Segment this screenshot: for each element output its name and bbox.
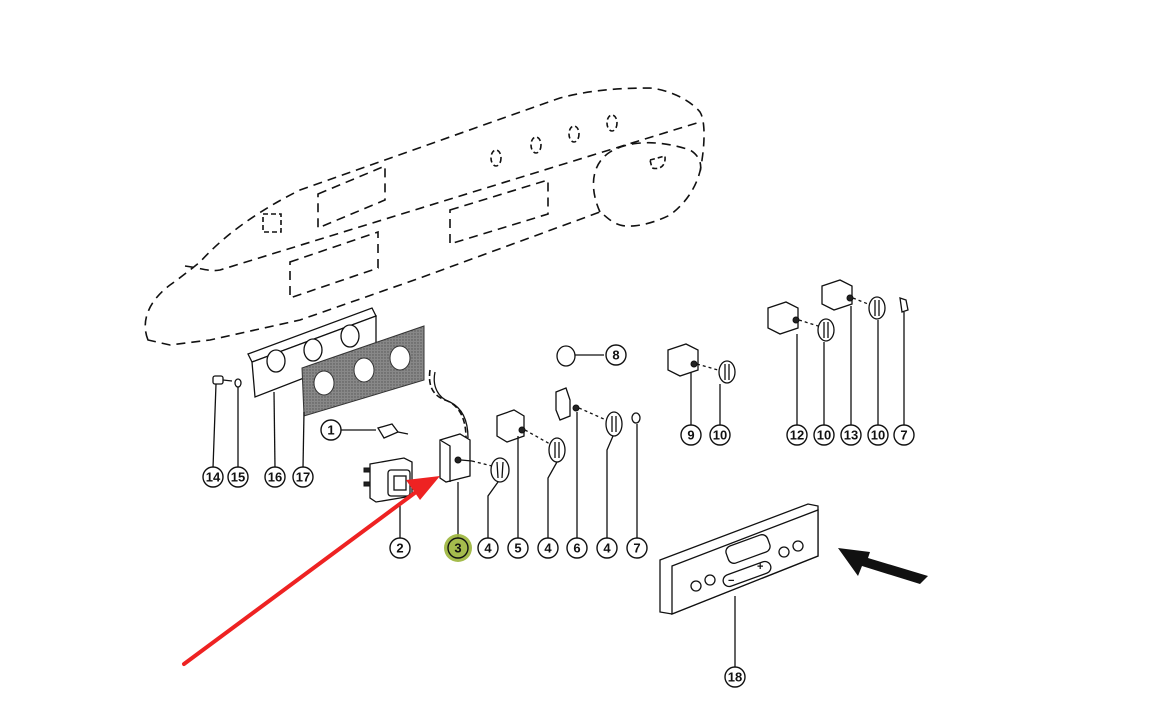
callout-circle bbox=[813, 424, 835, 446]
callout-4: 4 bbox=[477, 537, 499, 559]
callout-16: 16 bbox=[264, 466, 286, 488]
rocker-switch bbox=[363, 457, 413, 503]
callout-label: 4 bbox=[484, 541, 492, 556]
callout-circle bbox=[709, 424, 731, 446]
callout-label: 18 bbox=[728, 670, 742, 685]
callout-label: 10 bbox=[817, 428, 831, 443]
callout-13: 13 bbox=[840, 424, 862, 446]
callout-label: 10 bbox=[713, 428, 727, 443]
callout-circle bbox=[893, 424, 915, 446]
callout-12: 12 bbox=[786, 424, 808, 446]
callout-label: 13 bbox=[844, 428, 858, 443]
callout-circle bbox=[786, 424, 808, 446]
callout-10: 10 bbox=[867, 424, 889, 446]
callout-circle bbox=[507, 537, 529, 559]
callout-circle bbox=[596, 537, 618, 559]
screw bbox=[212, 375, 233, 385]
dashboard-outline bbox=[144, 87, 705, 346]
rotary-switch bbox=[667, 343, 719, 377]
rotary-switch bbox=[767, 301, 819, 335]
callout-circle bbox=[537, 537, 559, 559]
callout-label: 7 bbox=[633, 541, 640, 556]
callout-label: 14 bbox=[206, 470, 221, 485]
digital-control-panel: − + bbox=[659, 503, 819, 615]
decrease-symbol: − bbox=[728, 575, 734, 587]
switch-with-bracket bbox=[555, 387, 607, 421]
small-cap bbox=[899, 297, 909, 313]
callout-4: 4 bbox=[537, 537, 559, 559]
red-arrow-icon bbox=[182, 476, 440, 666]
callout-circle bbox=[227, 466, 249, 488]
callout-circle bbox=[320, 419, 342, 441]
callout-label: 15 bbox=[231, 470, 245, 485]
wire bbox=[428, 369, 467, 439]
knob bbox=[548, 437, 566, 463]
callout-18: 18 bbox=[724, 666, 746, 688]
blanking-plug bbox=[556, 345, 604, 367]
callout-7: 7 bbox=[893, 424, 915, 446]
callout-label: 4 bbox=[603, 541, 611, 556]
callout-9: 9 bbox=[680, 424, 702, 446]
callout-label: 4 bbox=[544, 541, 552, 556]
knob bbox=[718, 360, 736, 384]
callout-15: 15 bbox=[227, 466, 249, 488]
callout-label: 7 bbox=[900, 428, 907, 443]
callout-6: 6 bbox=[566, 537, 588, 559]
leader-lines bbox=[212, 306, 905, 668]
callout-10: 10 bbox=[709, 424, 731, 446]
callout-7: 7 bbox=[626, 537, 648, 559]
callout-label: 9 bbox=[687, 428, 694, 443]
small-cap bbox=[631, 412, 641, 424]
potentiometer-switch bbox=[439, 433, 493, 483]
callout-circle bbox=[477, 537, 499, 559]
callout-circle bbox=[264, 466, 286, 488]
callout-label: 5 bbox=[514, 541, 521, 556]
callout-label: 3 bbox=[454, 541, 461, 556]
callout-circle bbox=[840, 424, 862, 446]
callout-label: 2 bbox=[396, 541, 403, 556]
knob bbox=[868, 296, 886, 320]
rotary-switch bbox=[496, 409, 551, 445]
connector bbox=[377, 423, 409, 439]
callout-2: 2 bbox=[389, 537, 411, 559]
callout-label: 17 bbox=[296, 470, 310, 485]
rotary-switch bbox=[821, 279, 869, 311]
knob bbox=[817, 318, 835, 342]
callout-circle bbox=[680, 424, 702, 446]
callout-circle bbox=[724, 666, 746, 688]
gasket bbox=[301, 325, 425, 417]
callout-17: 17 bbox=[292, 466, 314, 488]
callout-circle bbox=[626, 537, 648, 559]
callout-label: 10 bbox=[871, 428, 885, 443]
callout-14: 14 bbox=[202, 466, 224, 488]
callout-1: 1 bbox=[320, 419, 342, 441]
pointer-arrow-icon bbox=[838, 548, 928, 584]
knob bbox=[605, 411, 623, 437]
callout-circle bbox=[605, 344, 627, 366]
callout-label: 12 bbox=[790, 428, 804, 443]
callout-circle bbox=[389, 537, 411, 559]
callout-circle bbox=[292, 466, 314, 488]
knob bbox=[490, 457, 510, 483]
washer bbox=[234, 378, 242, 388]
callout-4: 4 bbox=[596, 537, 618, 559]
callout-10: 10 bbox=[813, 424, 835, 446]
callout-label: 16 bbox=[268, 470, 282, 485]
callout-circle bbox=[867, 424, 889, 446]
callout-8: 8 bbox=[605, 344, 627, 366]
callout-label: 6 bbox=[573, 541, 580, 556]
callout-circle bbox=[202, 466, 224, 488]
callout-circle bbox=[447, 537, 469, 559]
callout-label: 8 bbox=[612, 348, 619, 363]
increase-symbol: + bbox=[757, 561, 763, 573]
callout-3: 3 bbox=[447, 537, 469, 559]
callout-5: 5 bbox=[507, 537, 529, 559]
mounting-plate bbox=[247, 307, 377, 398]
callout-label: 1 bbox=[327, 423, 334, 438]
callout-circle bbox=[566, 537, 588, 559]
